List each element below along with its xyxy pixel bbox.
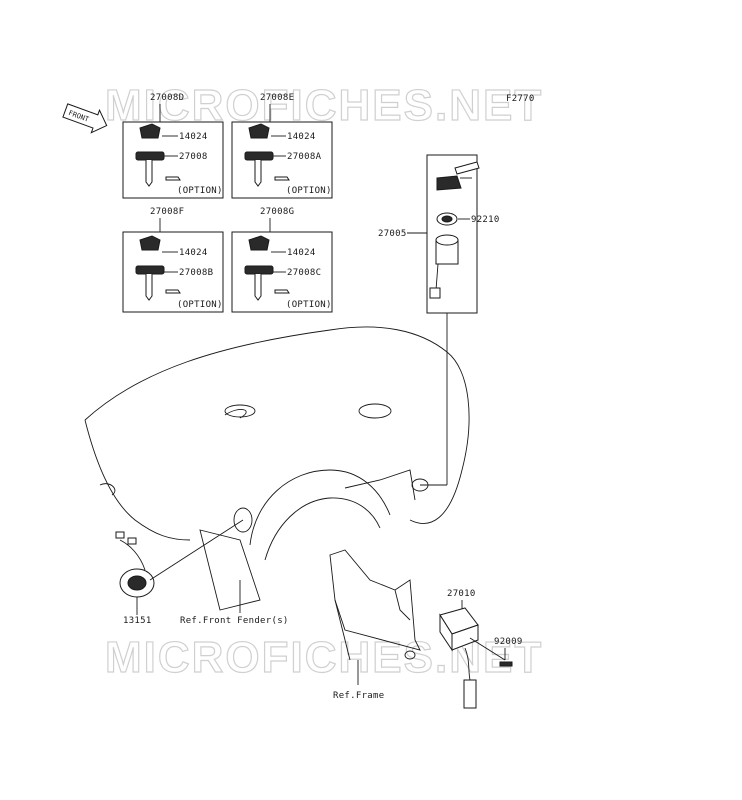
kit-part-14024: 14024 — [287, 248, 316, 258]
kit-set-number: 27008E — [260, 93, 294, 103]
horn-number: 13151 — [123, 616, 152, 626]
key-small-icon — [274, 289, 290, 294]
kit-box-27008d: 27008D 14024 27008 (OPTION) — [122, 93, 224, 199]
key-head-icon — [248, 123, 270, 139]
kit-option-label: (OPTION) — [177, 186, 223, 196]
figure-code: F2770 — [506, 94, 535, 104]
frame-bracket: Ref.Frame — [329, 549, 421, 701]
kit-option-label: (OPTION) — [177, 300, 223, 310]
relay-part: 27010 92009 — [439, 589, 523, 709]
kit-part-27008: 27008 — [179, 152, 208, 162]
kit-part-14024: 14024 — [179, 248, 208, 258]
key-small-icon — [274, 176, 290, 181]
switch-key-icon — [454, 161, 480, 175]
kit-part-14024: 14024 — [287, 132, 316, 142]
key-head-icon — [248, 235, 270, 251]
relay-number: 27010 — [447, 589, 476, 599]
switch-assembly-number: 27005 — [378, 229, 407, 239]
relay-bolt-number: 92009 — [494, 637, 523, 647]
switch-connector-icon — [429, 287, 441, 299]
kit-option-label: (OPTION) — [286, 300, 332, 310]
relay-connector-icon — [463, 679, 477, 709]
kit-set-number: 27008F — [150, 207, 184, 217]
kit-set-number: 27008G — [260, 207, 294, 217]
key-blade-icon — [254, 160, 262, 187]
kit-part-27008a: 27008A — [287, 152, 322, 162]
key-blade-icon — [145, 274, 153, 301]
kit-option-label: (OPTION) — [286, 186, 332, 196]
key-blade-icon — [145, 160, 153, 187]
key-small-icon — [165, 289, 181, 294]
switch-nut-number: 92210 — [471, 215, 500, 225]
ignition-switch-assembly: 27005 92210 — [378, 154, 500, 486]
bolt-icon — [499, 661, 513, 667]
kit-part-14024: 14024 — [179, 132, 208, 142]
kit-box-27008f: 27008F 14024 27008B (OPTION) — [122, 207, 224, 313]
key-blank-icon — [135, 151, 165, 161]
key-blank-icon — [244, 265, 274, 275]
kit-set-number: 27008D — [150, 93, 184, 103]
front-arrow-icon: FRONT — [62, 103, 108, 134]
ref-front-fender: Ref.Front Fender(s) — [180, 616, 289, 626]
key-blank-icon — [135, 265, 165, 275]
key-head-icon — [139, 123, 161, 139]
kit-box-27008g: 27008G 14024 27008C (OPTION) — [231, 207, 333, 313]
front-fender-outline — [84, 326, 470, 611]
key-blade-icon — [254, 274, 262, 301]
kit-part-27008c: 27008C — [287, 268, 321, 278]
kit-part-27008b: 27008B — [179, 268, 213, 278]
switch-head-icon — [436, 175, 462, 191]
key-small-icon — [165, 176, 181, 181]
ref-frame: Ref.Frame — [333, 691, 384, 701]
key-blank-icon — [244, 151, 274, 161]
key-head-icon — [139, 235, 161, 251]
kit-box-27008e: 27008E 14024 27008A (OPTION) — [231, 93, 333, 199]
horn-part: 13151 — [115, 519, 244, 626]
